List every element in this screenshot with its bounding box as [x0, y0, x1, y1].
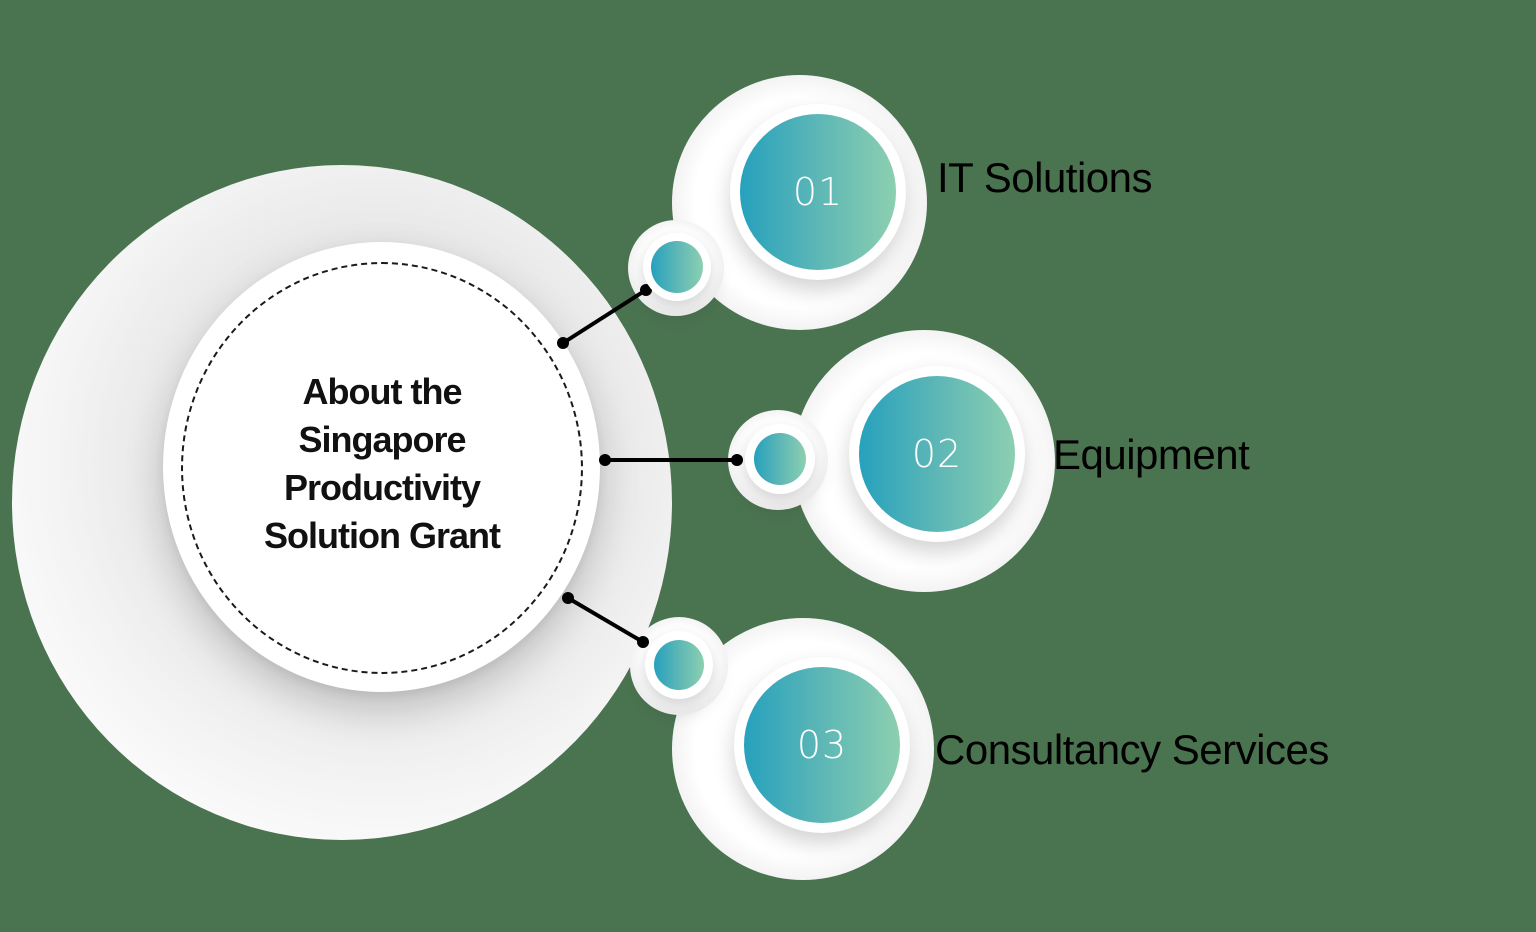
item-01-small-bubble [651, 241, 703, 293]
item-02-number: 02 [911, 432, 963, 476]
connector-01 [561, 288, 648, 345]
item-03-badge[interactable]: 03 [744, 667, 900, 823]
central-dashed-ring [181, 262, 583, 674]
item-01-number: 01 [792, 170, 844, 214]
item-03-label[interactable]: Consultancy Services [935, 726, 1329, 773]
item-03-small-bubble [654, 640, 704, 690]
central-title-line-4: Solution Grant [264, 515, 501, 556]
connector-02-end-dot [731, 454, 743, 466]
item-01-badge[interactable]: 01 [740, 114, 896, 270]
item-02-badge[interactable]: 02 [859, 376, 1015, 532]
item-01-label[interactable]: IT Solutions [937, 154, 1153, 201]
connector-02-start-dot [599, 454, 611, 466]
connector-01-start-dot [557, 337, 569, 349]
item-02-small-bubble [754, 433, 806, 485]
central-title-line-2: Singapore [298, 419, 466, 460]
connector-03-start-dot [562, 592, 574, 604]
connector-03 [566, 596, 645, 644]
item-03-number: 03 [796, 723, 848, 767]
item-02-label[interactable]: Equipment [1053, 431, 1250, 478]
central-title-line-3: Productivity [283, 467, 481, 508]
connector-03-end-dot [637, 636, 649, 648]
central-title-line-1: About the [302, 371, 463, 412]
central-title: About the Singapore Productivity Solutio… [200, 368, 564, 560]
